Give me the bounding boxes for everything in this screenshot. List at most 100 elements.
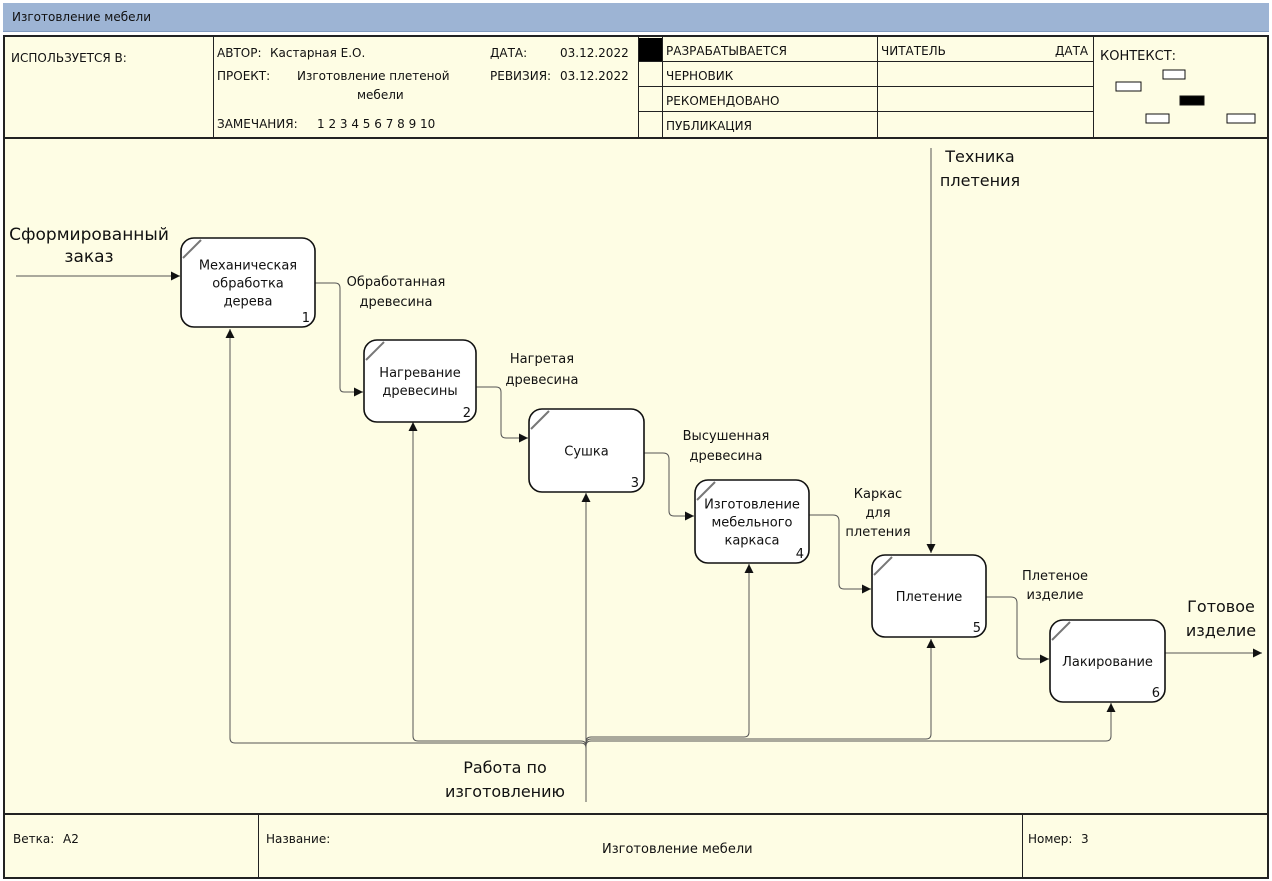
reader-date-label: ДАТА: [1055, 44, 1089, 58]
label-a1-line1: Обработанная: [347, 275, 446, 290]
header-divider: [638, 37, 639, 137]
title-label: Название:: [266, 832, 331, 846]
arrow-2-3: [476, 386, 528, 443]
header-divider: [1093, 37, 1094, 137]
status-developing: РАЗРАБАТЫВАЕТСЯ: [666, 44, 788, 58]
status-draft: ЧЕРНОВИК: [666, 69, 734, 83]
author-label: АВТОР:: [217, 46, 262, 60]
revision-label: РЕВИЗИЯ:: [490, 69, 552, 83]
activity-number: 3: [631, 476, 639, 491]
header-row-line: [638, 86, 1093, 87]
label-input-line1: Сформированный: [9, 225, 169, 245]
context-thumbnail: [1115, 69, 1256, 124]
header-divider: [662, 37, 663, 137]
activity-label: мебельного: [711, 516, 792, 531]
arrow-mechanism-2: [408, 422, 587, 747]
activity-box-frame: [694, 479, 810, 564]
header-row-line: [638, 111, 1093, 112]
activity-label: Изготовление: [704, 498, 800, 513]
footer-divider: [1022, 813, 1023, 877]
date-label: ДАТА:: [490, 46, 528, 60]
window-title: Изготовление мебели: [12, 10, 151, 24]
node-label: Ветка:: [13, 832, 55, 846]
label-mechanism-line1: Работа по: [463, 758, 547, 777]
context-box: [1145, 113, 1170, 124]
label-a2-line1: Нагретая: [510, 352, 574, 367]
activity-corner-mark: [873, 556, 893, 576]
status-publication: ПУБЛИКАЦИЯ: [666, 119, 752, 133]
label-a3-line2: древесина: [690, 449, 763, 464]
activity-box-frame: [528, 408, 645, 493]
activity-corner-mark: [530, 410, 550, 430]
notes-label: ЗАМЕЧАНИЯ:: [217, 117, 298, 131]
arrow-mechanism-6: [585, 703, 1116, 747]
activity-label: Плетение: [896, 590, 963, 605]
context-box: [1162, 69, 1186, 80]
activity-label: Механическая: [199, 259, 297, 274]
activity-box-5[interactable]: Плетение 5: [871, 554, 987, 638]
activity-number: 5: [973, 621, 981, 636]
label-control-line1: Техника: [944, 147, 1014, 166]
window-titlebar: Изготовление мебели: [3, 3, 1269, 32]
activity-corner-mark: [1051, 621, 1071, 641]
activity-box-frame: [180, 237, 316, 328]
arrow-5-6: [986, 596, 1049, 664]
activity-corner-mark: [182, 239, 202, 259]
activity-label: дерева: [224, 295, 273, 310]
node-value: A2: [63, 832, 79, 846]
used-in-label: ИСПОЛЬЗУЕТСЯ В:: [11, 51, 127, 65]
notes-value: 1 2 3 4 5 6 7 8 9 10: [317, 117, 436, 131]
activity-label: обработка: [212, 277, 284, 292]
label-a4-line1: Каркас: [854, 487, 902, 502]
activity-number: 1: [302, 311, 310, 326]
footer-divider: [258, 813, 259, 877]
header-row-line: [638, 61, 1093, 62]
arrow-labels: Сформированный заказ Обработанная древес…: [9, 147, 1256, 801]
label-mechanism-line2: изготовлению: [445, 782, 565, 801]
activity-box-frame: [1049, 619, 1166, 703]
activity-number: 2: [463, 406, 471, 421]
activity-box-1[interactable]: Механическая обработка дерева 1: [180, 237, 316, 328]
activity-box-3[interactable]: Сушка 3: [528, 408, 645, 493]
header-divider: [877, 37, 878, 137]
header-bottom-line: [5, 137, 1267, 139]
label-a5-line2: изделие: [1026, 588, 1083, 603]
activity-number: 6: [1152, 686, 1160, 701]
label-a5-line1: Плетеное: [1022, 569, 1088, 584]
label-a4-line3: плетения: [845, 525, 910, 540]
label-a2-line2: древесина: [506, 373, 579, 388]
arrow-4-5: [809, 514, 871, 594]
status-recommended: РЕКОМЕНДОВАНО: [666, 94, 780, 108]
number-label: Номер:: [1028, 832, 1073, 846]
footer-top-line: [5, 813, 1267, 815]
activity-box-2[interactable]: Нагревание древесины 2: [363, 339, 477, 423]
activity-label: Нагревание: [379, 366, 460, 381]
activity-corner-mark: [696, 481, 716, 501]
revision-value: 03.12.2022: [560, 69, 629, 83]
activity-number: 4: [796, 547, 804, 562]
reader-label: ЧИТАТЕЛЬ: [881, 44, 946, 58]
activity-box-4[interactable]: Изготовление мебельного каркаса 4: [694, 479, 810, 564]
status-marker: [639, 38, 662, 61]
activity-label: каркаса: [724, 534, 779, 549]
arrow-1-2: [315, 282, 363, 397]
context-box-current: [1179, 95, 1205, 106]
label-input-line2: заказ: [64, 247, 113, 267]
author-value: Кастарная Е.О.: [270, 46, 366, 60]
date-value: 03.12.2022: [560, 46, 629, 60]
arrow-3-4: [644, 452, 694, 521]
arrow-mechanism-1: [225, 329, 587, 749]
context-box: [1115, 81, 1142, 92]
context-box: [1226, 113, 1256, 124]
header-divider: [213, 37, 214, 137]
label-a4-line2: для: [865, 506, 890, 521]
label-control-line2: плетения: [940, 171, 1020, 190]
activity-box-frame: [363, 339, 477, 423]
activity-label: Сушка: [564, 445, 608, 460]
activity-label: древесины: [382, 384, 457, 399]
label-a3-line1: Высушенная: [683, 429, 770, 444]
activity-corner-mark: [365, 341, 385, 361]
number-value: 3: [1081, 832, 1089, 846]
